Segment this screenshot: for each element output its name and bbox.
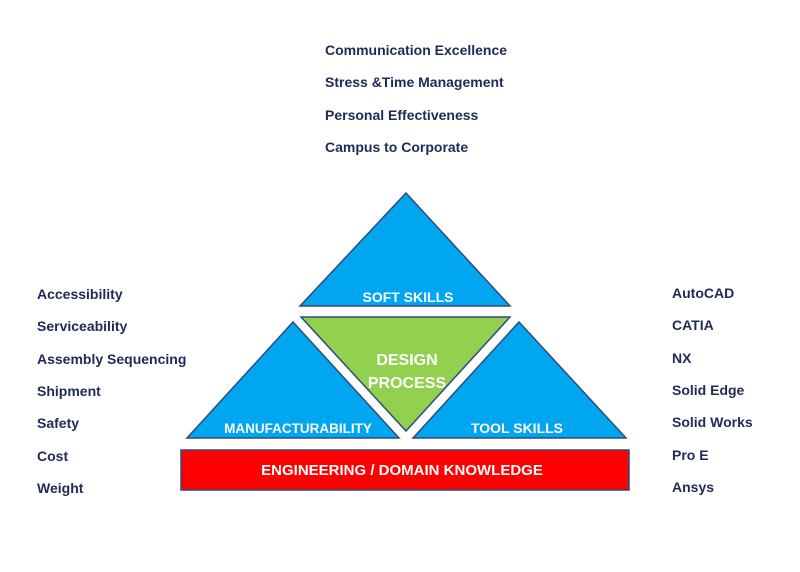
tool-skills-label: TOOL SKILLS xyxy=(471,420,563,436)
engineering-knowledge-label: ENGINEERING / DOMAIN KNOWLEDGE xyxy=(261,462,543,479)
tool-skill-item: AutoCAD xyxy=(672,285,735,301)
design-process-triangle xyxy=(299,316,512,433)
manufacturability-label: MANUFACTURABILITY xyxy=(224,421,372,436)
tool-skill-item: Pro E xyxy=(672,446,709,463)
manufacturability-item: Weight xyxy=(37,479,84,496)
soft-skills-triangle xyxy=(298,191,512,307)
design-label-line1: DESIGN xyxy=(376,352,437,369)
manufacturability-item: Accessibility xyxy=(37,286,123,302)
tool-skill-item: NX xyxy=(672,349,692,366)
tool-skill-item: Solid Edge xyxy=(672,381,745,398)
manufacturability-item: Shipment xyxy=(37,382,101,399)
manufacturability-item: Serviceability xyxy=(37,318,128,335)
soft-skill-item: Stress &Time Management xyxy=(325,74,504,91)
tool-skill-item: Solid Works xyxy=(672,414,753,431)
tool-skill-item: Ansys xyxy=(672,478,715,495)
manufacturability-item: Safety xyxy=(37,415,80,432)
manufacturability-item: Cost xyxy=(37,447,69,464)
manufacturability-triangle xyxy=(185,320,401,439)
soft-skill-item: Personal Effectiveness xyxy=(325,106,479,123)
soft-skill-item: Campus to Corporate xyxy=(325,138,469,155)
engineering-knowledge-bar xyxy=(180,449,630,491)
design-label-line2: PROCESS xyxy=(368,375,447,392)
manufacturability-item: Assembly Sequencing xyxy=(37,350,187,367)
soft-skill-item: Communication Excellence xyxy=(325,42,508,58)
tool-skills-triangle xyxy=(411,320,628,439)
tool-skill-item: CATIA xyxy=(672,317,714,334)
soft-skills-label: SOFT SKILLS xyxy=(363,289,454,305)
